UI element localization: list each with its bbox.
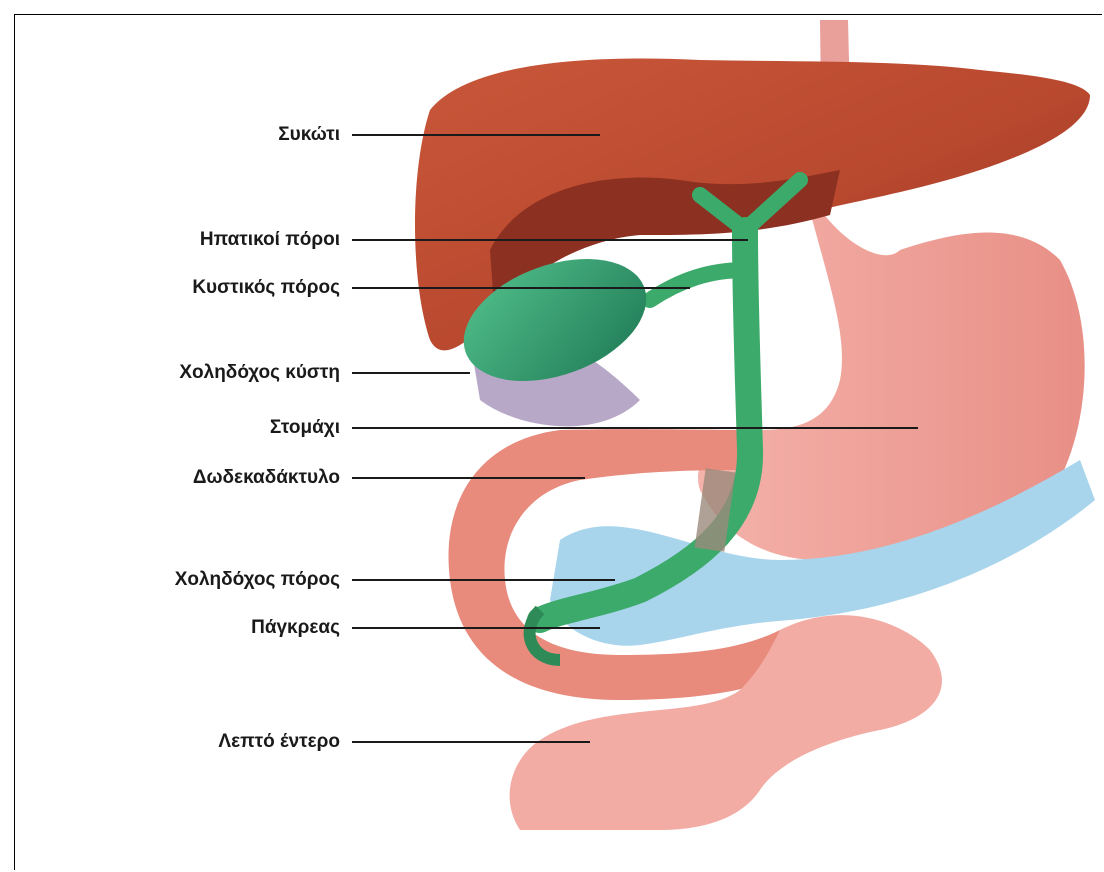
label-liver: Συκώτι (278, 124, 340, 146)
label-common-bile-duct: Χοληδόχος πόρος (175, 569, 340, 591)
small-intestine (510, 615, 942, 830)
label-pancreas: Πάγκρεας (251, 617, 340, 639)
label-gallbladder: Χοληδόχος κύστη (179, 362, 340, 384)
label-small-intestine: Λεπτό έντερο (218, 731, 340, 753)
label-duodenum: Δωδεκαδάκτυλο (193, 467, 340, 489)
label-cystic-duct: Κυστικός πόρος (192, 277, 340, 299)
label-stomach: Στομάχι (270, 417, 340, 439)
label-hepatic-ducts: Ηπατικοί πόροι (200, 229, 340, 251)
